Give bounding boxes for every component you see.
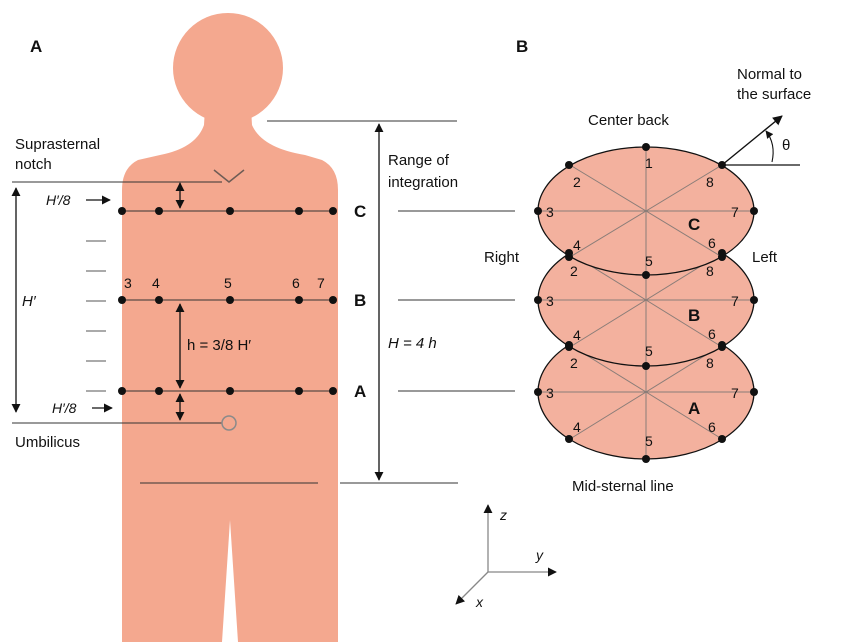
ellipse-point-label: 2 [573, 174, 581, 190]
ellipse-point-label: 5 [645, 253, 653, 269]
point-label: 3 [124, 275, 132, 291]
ellipse-point-label: 3 [546, 385, 554, 401]
h-prime-label: H′ [22, 293, 37, 310]
ellipses [538, 147, 754, 459]
ellipse-point-label: 8 [706, 263, 714, 279]
point-label: 6 [292, 275, 300, 291]
H-formula-label: H = 4 h [388, 335, 437, 352]
range-label-2: integration [388, 174, 458, 191]
h-formula-label: h = 3/8 H′ [187, 337, 251, 354]
ellipse-point-label: 4 [573, 327, 581, 343]
right-label: Right [484, 249, 520, 266]
ellipse-point-label: 7 [731, 293, 739, 309]
level-letter-b: B [354, 291, 366, 310]
ellipse-point-label: 6 [708, 419, 716, 435]
tick-dashes [86, 241, 106, 391]
ellipse-point-label: 4 [573, 419, 581, 435]
suprasternal-label-2: notch [15, 156, 52, 173]
x-axis-label: x [475, 594, 484, 610]
point-label: 7 [317, 275, 325, 291]
ellipse-point-label: 5 [645, 343, 653, 359]
ellipse-point-label: 3 [546, 204, 554, 220]
ellipse-point-label: 8 [706, 355, 714, 371]
ellipse-letter-a: A [688, 399, 700, 418]
ellipse-point-label: 7 [731, 204, 739, 220]
mid-sternal-label: Mid-sternal line [572, 478, 674, 495]
h-prime-8-top-label: H′/8 [46, 192, 71, 208]
ellipse-letter-b: B [688, 306, 700, 325]
level-letter-a: A [354, 382, 366, 401]
normal-label-1: Normal to [737, 66, 802, 83]
theta-arc [766, 131, 773, 162]
level-letter-c: C [354, 202, 366, 221]
ellipse-point-label: 7 [731, 385, 739, 401]
left-label: Left [752, 249, 778, 266]
ellipse-point-label: 1 [645, 155, 653, 171]
center-back-label: Center back [588, 112, 669, 129]
z-axis-label: z [499, 507, 507, 523]
point-label: 4 [152, 275, 160, 291]
point-label: 5 [224, 275, 232, 291]
ellipse-point-label: 2 [570, 355, 578, 371]
range-label-1: Range of [388, 152, 450, 169]
panel-a-label: A [30, 37, 42, 56]
ellipse-point-label: 6 [708, 235, 716, 251]
body-silhouette [122, 13, 338, 642]
ellipse-letter-c: C [688, 215, 700, 234]
h-prime-8-bottom-label: H′/8 [52, 400, 77, 416]
ellipse-point-label: 8 [706, 174, 714, 190]
ellipse-point-label: 5 [645, 433, 653, 449]
ellipse-point-label: 4 [573, 237, 581, 253]
umbilicus-label: Umbilicus [15, 434, 80, 451]
suprasternal-label-1: Suprasternal [15, 136, 100, 153]
normal-label-2: the surface [737, 86, 811, 103]
panel-b-label: B [516, 37, 528, 56]
ellipse-point-label: 3 [546, 293, 554, 309]
ellipse-point-label: 6 [708, 326, 716, 342]
y-axis-label: y [535, 547, 544, 563]
theta-label: θ [782, 137, 790, 154]
ellipse-point-label: 2 [570, 263, 578, 279]
